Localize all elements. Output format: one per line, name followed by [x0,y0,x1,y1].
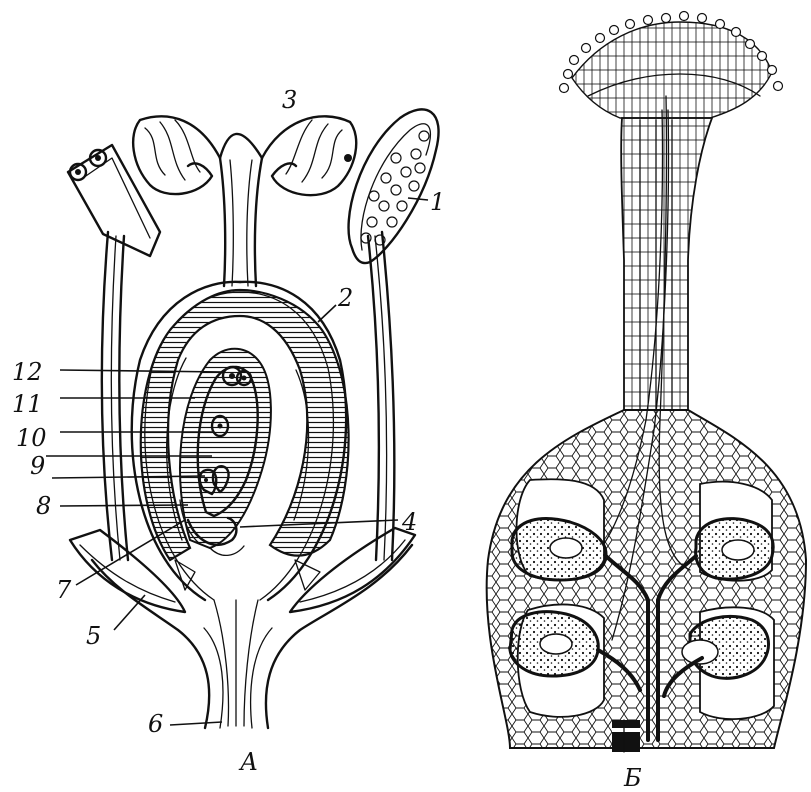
caption-a: А [238,748,258,776]
label-10: 10 [16,424,47,452]
ovule [180,349,271,556]
pistil [133,116,356,286]
label-2: 2 [337,284,353,312]
label-11: 11 [12,390,43,418]
sepals [70,528,415,612]
receptacle [92,545,412,728]
pistil-section-b: Б [487,12,806,792]
label-3: 3 [282,86,297,114]
label-12: 12 [12,358,43,386]
label-9: 9 [30,452,45,480]
label-4: 4 [401,508,417,536]
label-5: 5 [86,622,101,650]
caption-b: Б [623,764,642,792]
label-7: 7 [56,576,72,604]
stigma-fringe [560,12,783,119]
label-6: 6 [148,710,163,738]
stamen-right [349,109,439,560]
label-1: 1 [430,188,445,216]
label-8: 8 [36,492,51,520]
flower-section-a: 1 2 3 4 5 6 7 8 9 10 11 12 А [12,86,445,776]
